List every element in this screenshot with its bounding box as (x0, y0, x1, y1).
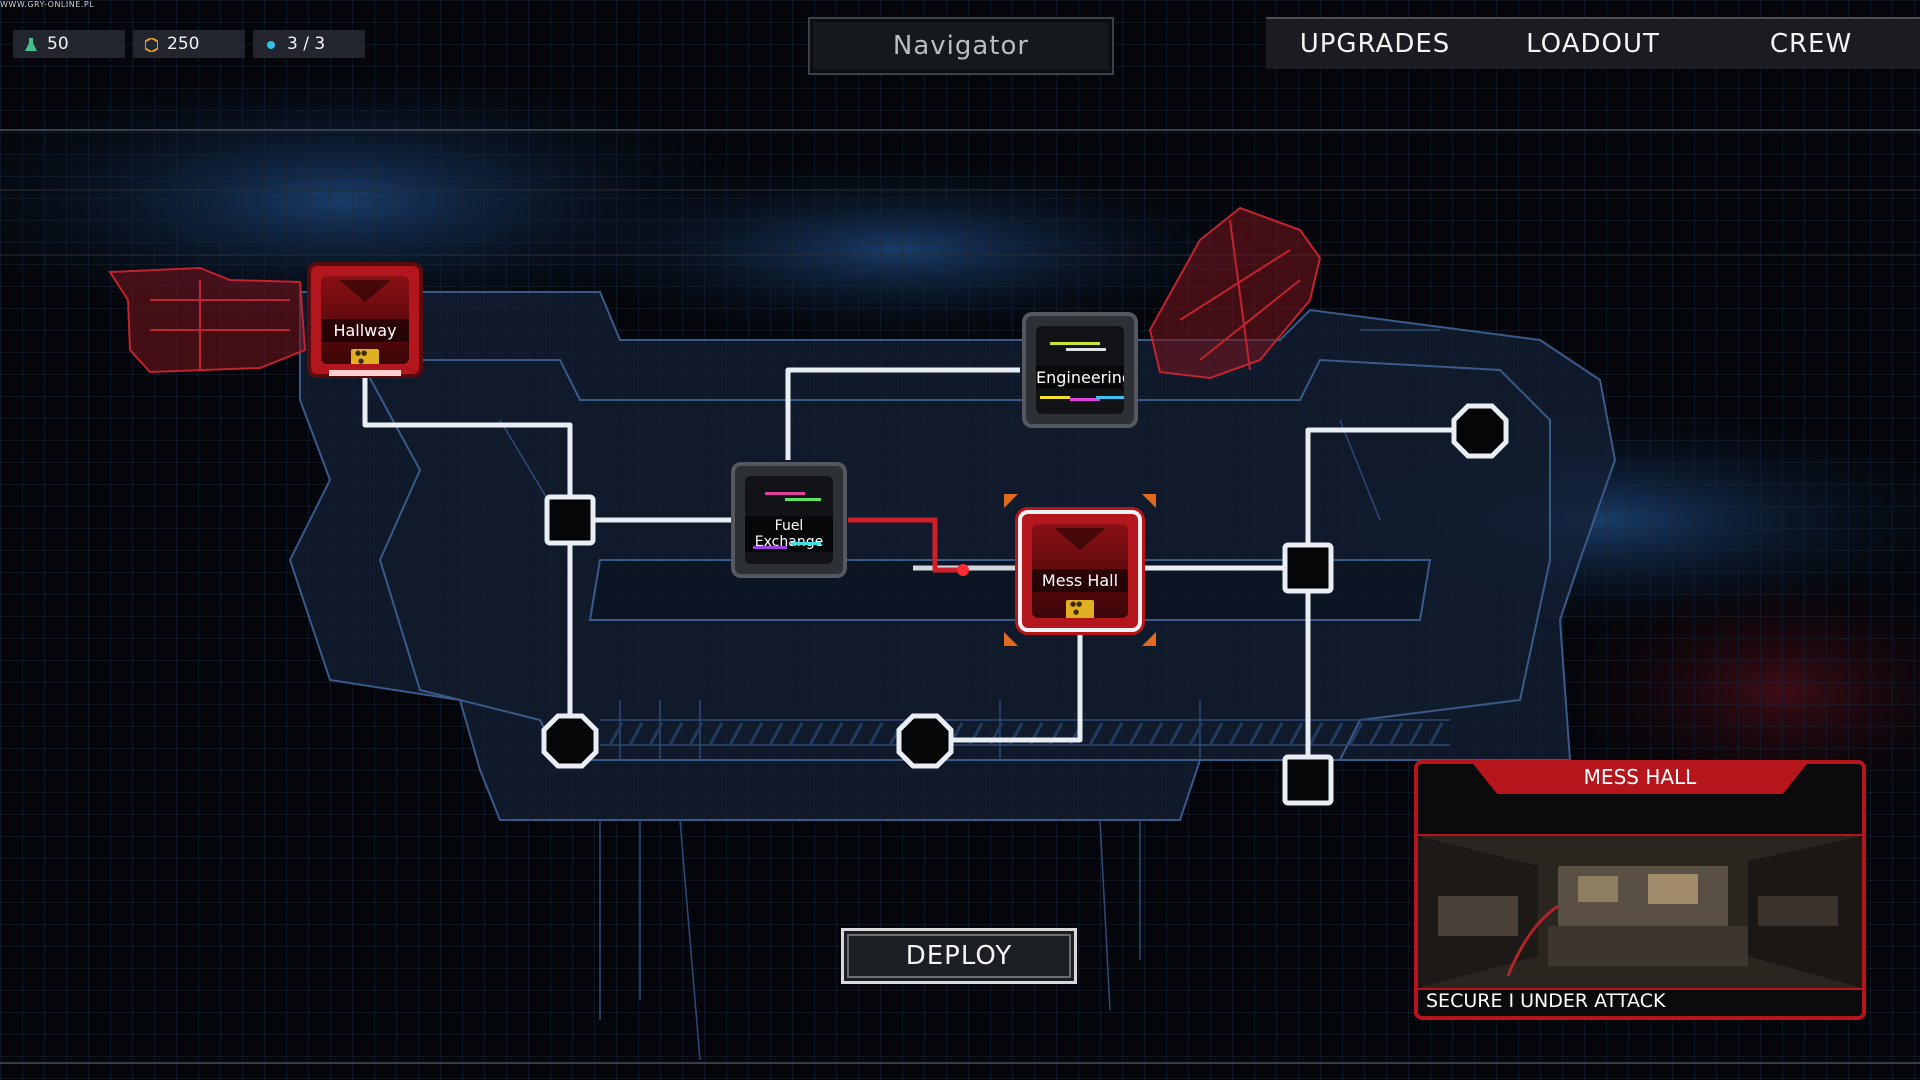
tab-upgrades[interactable]: UPGRADES (1299, 29, 1451, 59)
deploy-button[interactable]: DEPLOY (841, 928, 1077, 984)
orb-icon (265, 37, 277, 51)
selection-corner (1142, 632, 1156, 646)
enemy-ship-left (108, 266, 307, 374)
room-fuel-exchange[interactable]: Fuel Exchange (731, 462, 847, 578)
room-label: Hallway (321, 319, 409, 342)
room-hallway[interactable]: Hallway (307, 262, 423, 378)
resource-chip-science: 50 (13, 30, 125, 58)
room-label: Mess Hall (1032, 569, 1128, 592)
room-mess-hall[interactable]: Mess Hall (1018, 510, 1142, 632)
room-status: SECURE I UNDER ATTACK (1426, 990, 1666, 1012)
resource-value: 50 (47, 34, 69, 54)
room-preview-image (1418, 834, 1862, 990)
hazard-icon (1066, 600, 1094, 618)
resource-value: 250 (167, 34, 200, 54)
panel-title: MESS HALL (1470, 760, 1810, 794)
tab-loadout[interactable]: LOADOUT (1526, 29, 1660, 59)
watermark: WWW.GRY-ONLINE.PL (0, 0, 95, 9)
room-engineering[interactable]: Engineering (1022, 312, 1138, 428)
flask-icon (25, 37, 37, 51)
hazard-icon (351, 349, 379, 364)
top-tabs: UPGRADES LOADOUT CREW (1266, 17, 1920, 69)
enemy-ship-right (1148, 206, 1322, 380)
resource-chip-power: 3 / 3 (253, 30, 365, 58)
navigator-title: Navigator (808, 17, 1114, 75)
tab-crew[interactable]: CREW (1769, 29, 1853, 59)
resource-chip-scrap: 250 (133, 30, 245, 58)
crate-icon (144, 36, 159, 54)
resource-value: 3 / 3 (287, 34, 326, 54)
selection-corner (1142, 494, 1156, 508)
bottom-divider (0, 1062, 1920, 1064)
selection-corner (1004, 494, 1018, 508)
room-label: Fuel Exchange (745, 516, 833, 552)
room-label: Engineering (1036, 366, 1124, 389)
room-info-panel: MESS HALL SECURE I UNDER ATTACK (1414, 760, 1866, 1020)
selection-corner (1004, 632, 1018, 646)
